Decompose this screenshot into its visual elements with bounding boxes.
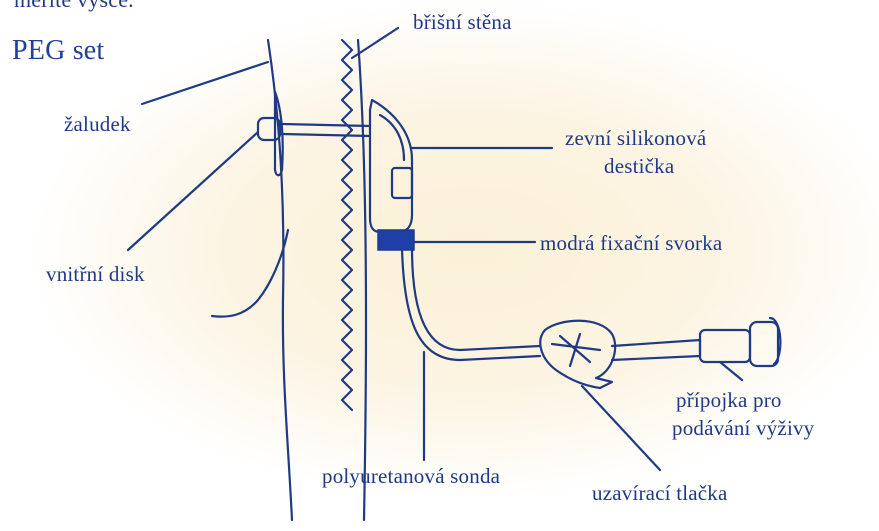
polyurethane-tube-outer (400, 246, 542, 362)
leader-pripojka (718, 360, 744, 382)
inner-disk-cap (256, 116, 282, 142)
leader-disk (126, 130, 260, 252)
label-tlacka: uzavírací tlačka (592, 481, 728, 505)
label-svorka: modrá fixační svorka (540, 231, 723, 255)
stomach-wall-outer (266, 38, 294, 522)
leader-tlacka (580, 384, 662, 472)
label-destička-line2: destička (604, 154, 675, 178)
inner-disk (273, 90, 284, 177)
tube-through-wall-top (280, 122, 372, 128)
diagram-title: PEG set (12, 35, 105, 66)
label-pripojka-line2: podávání výživy (672, 416, 815, 440)
stomach-wall-inner (210, 228, 290, 318)
external-plate (368, 98, 414, 234)
polyurethane-tube-inner (410, 246, 542, 352)
cut-off-text: měřítě výšce. (14, 0, 134, 12)
label-stena: břišní stěna (413, 10, 512, 34)
feeding-connector-ring (768, 316, 782, 366)
feeding-connector-cap (748, 320, 780, 368)
abdominal-wall-zigzag (340, 38, 354, 412)
leader-stena (350, 26, 400, 60)
skin-line (356, 38, 368, 522)
feeding-tube-segment (610, 338, 702, 362)
leader-zaludek (140, 60, 270, 106)
feeding-connector-body (698, 328, 752, 364)
blue-fixation-clamp (377, 229, 415, 251)
closing-clamp (539, 319, 617, 390)
external-plate-inner (378, 113, 406, 162)
label-disk: vnitřní disk (46, 262, 145, 286)
plate-connector (390, 166, 414, 200)
label-sonda: polyuretanová sonda (322, 464, 501, 488)
label-zaludek: žaludek (64, 112, 131, 136)
label-destička-line1: zevní silikonová (565, 126, 707, 150)
clamp-detail (550, 332, 602, 368)
tube-through-wall-bottom (280, 132, 372, 138)
label-pripojka-line1: přípojka pro (676, 388, 782, 412)
